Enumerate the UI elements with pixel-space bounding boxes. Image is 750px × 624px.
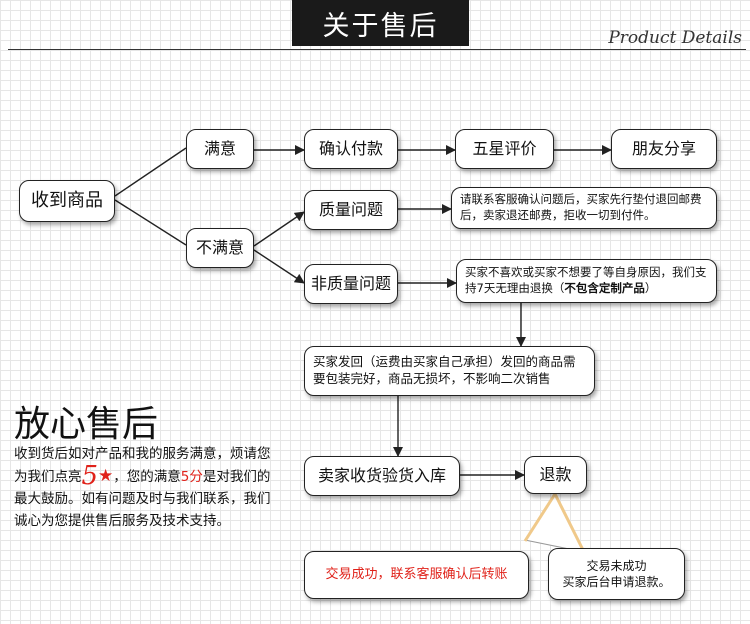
refund-callout-wedge xyxy=(524,491,585,553)
note-non-quality-issue: 买家不喜欢或买家不想要了等自身原因，我们支持7天无理由退换（不包含定制产品） xyxy=(456,259,717,303)
node-refund: 退款 xyxy=(524,456,587,494)
side-description: 收到货后如对产品和我的服务满意，烦请您为我们点亮5★，您的满意5分是对我们的最大… xyxy=(14,443,282,532)
side-text-part-1: 收到货后如对产品和我的服务满意，烦请您为我们点亮 xyxy=(14,446,271,485)
five-rating-number: 5 xyxy=(81,461,99,491)
link-received-satisfied xyxy=(114,147,187,197)
header-divider xyxy=(8,49,746,50)
node-received: 收到商品 xyxy=(19,180,115,222)
page-title: 关于售后 xyxy=(292,0,469,46)
note-non-quality-main: 买家不喜欢或买家不想要了等自身原因，我们支持7天无理由退换（ xyxy=(465,265,707,295)
side-text-part-3: 是对我们的最大鼓励。如有问题及时与我们联系，我们诚心为您提供售后服务及技术支持。 xyxy=(14,469,271,529)
note-quality-issue: 请联系客服确认问题后，买家先行垫付退回邮费后，卖家退还邮费，拒收一切到付件。 xyxy=(451,187,717,229)
node-quality-issue: 质量问题 xyxy=(304,190,398,230)
node-share-with-friends: 朋友分享 xyxy=(611,129,717,169)
page-subtitle: Product Details xyxy=(608,28,742,48)
node-seller-inspect: 卖家收货验货入库 xyxy=(304,456,460,496)
five-points-label: 5分 xyxy=(180,469,203,485)
arrow-unsatisfied-nonquality xyxy=(253,249,305,284)
star-icon: ★ xyxy=(98,466,114,486)
side-text-part-2: ，您的满意 xyxy=(113,469,181,485)
note-return-shipping: 买家发回（运费由买家自己承担）发回的商品需要包装完好，商品无损坏，不影响二次销售 xyxy=(304,346,595,396)
node-confirm-payment: 确认付款 xyxy=(304,129,398,169)
arrow-unsatisfied-quality xyxy=(253,211,305,247)
note-non-quality-excluded: 不包含定制产品 xyxy=(564,280,645,295)
node-satisfied: 满意 xyxy=(186,129,254,169)
refund-failed-pointer xyxy=(553,493,586,553)
side-title: 放心售后 xyxy=(14,404,159,445)
refund-success-pointer xyxy=(523,493,557,542)
link-received-unsatisfied xyxy=(114,199,187,246)
node-unsatisfied: 不满意 xyxy=(186,228,254,268)
node-non-quality-issue: 非质量问题 xyxy=(304,264,398,304)
node-transaction-failed: 交易未成功 买家后台申请退款。 xyxy=(548,548,685,600)
node-transaction-success: 交易成功，联系客服确认后转账 xyxy=(304,551,529,599)
note-non-quality-end: ） xyxy=(644,280,657,295)
node-five-star-review: 五星评价 xyxy=(455,129,554,169)
